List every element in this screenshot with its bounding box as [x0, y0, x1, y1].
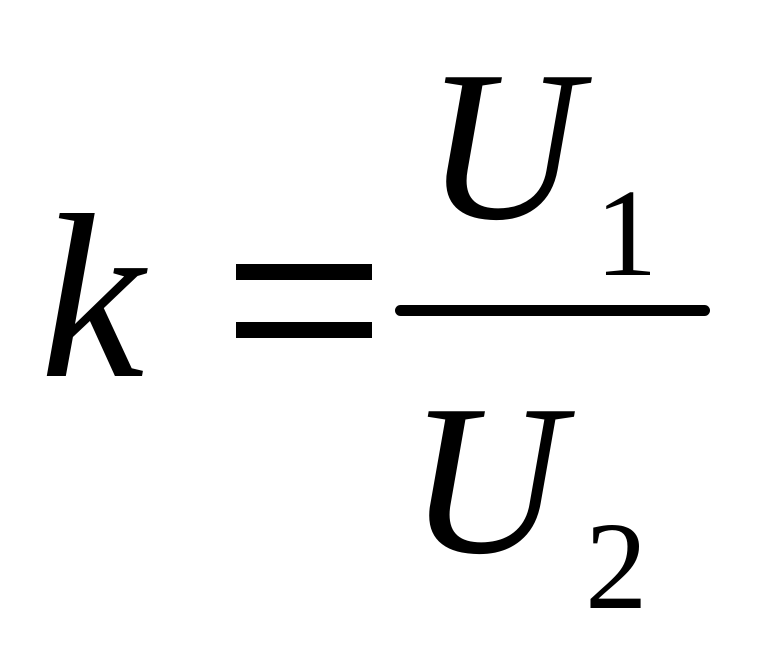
variable-k: k [40, 167, 145, 427]
denominator-variable-u: U [408, 360, 564, 599]
fraction-bar [395, 305, 710, 316]
denominator-subscript: 2 [585, 498, 648, 636]
numerator-variable-u: U [425, 26, 581, 265]
equals-sign-top-bar [236, 264, 372, 280]
equals-sign-bottom-bar [236, 322, 372, 338]
numerator-subscript: 1 [595, 165, 658, 303]
